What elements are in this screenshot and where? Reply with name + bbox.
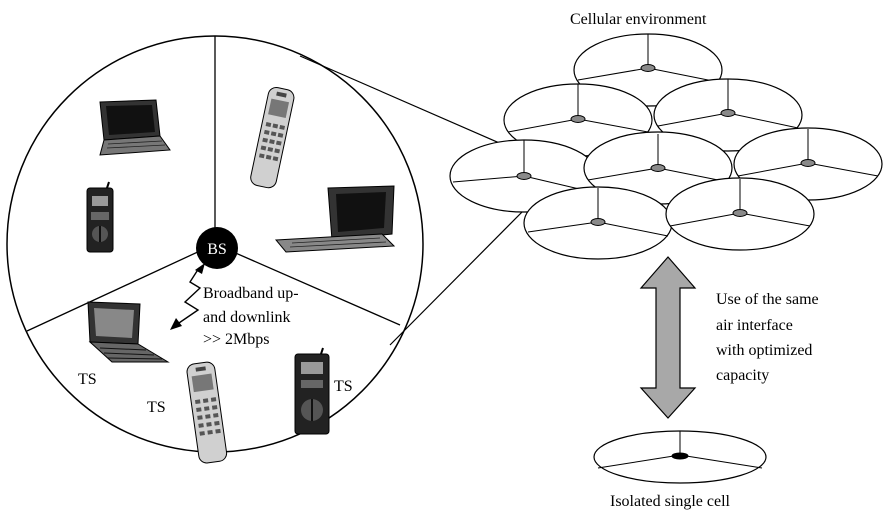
cell-hub — [590, 218, 606, 226]
cell-upper-left — [503, 83, 653, 157]
base-station-label: BS — [207, 241, 227, 258]
mobile-phone-icon — [186, 361, 228, 464]
link-text: Broadband up- and downlink >> 2Mbps — [203, 285, 303, 348]
laptop-icon — [274, 185, 396, 253]
isolated-cell-title: Isolated single cell — [610, 493, 731, 510]
radio-link-arrowhead-bottom — [170, 318, 182, 330]
cell-hub — [516, 172, 532, 180]
radio-link — [175, 267, 202, 326]
terminal-label: TS — [78, 371, 97, 388]
arrow-text: Use of the same air interface with optim… — [716, 291, 823, 384]
base-station: BS — [196, 227, 238, 269]
cellular-environment-title: Cellular environment — [570, 11, 707, 28]
isolated-cell — [593, 430, 767, 484]
cell-hub — [671, 452, 689, 460]
sector-divider-right — [214, 243, 401, 326]
sector-divider-left — [26, 243, 216, 332]
cell-hub — [720, 109, 736, 117]
cell-hub — [570, 115, 586, 123]
zoom-line-top — [299, 55, 521, 153]
cell-bottom-right — [665, 177, 815, 251]
mobile-phone-icon — [250, 86, 295, 189]
cell-cluster — [449, 33, 883, 260]
terminal-label: TS — [147, 399, 166, 416]
laptop-icon — [99, 99, 171, 156]
handheld-terminal-icon — [294, 347, 330, 435]
double-arrow — [639, 256, 697, 419]
cell-hub — [640, 64, 656, 72]
terminal-label: TS — [334, 378, 353, 395]
cell-hub — [650, 164, 666, 172]
radio-link-arrowhead-top — [195, 263, 205, 274]
handheld-terminal-icon — [86, 181, 114, 253]
laptop-icon — [87, 301, 170, 363]
zoom-line-bottom — [389, 205, 529, 346]
cell-hub — [732, 209, 748, 217]
cell-hub — [800, 159, 816, 167]
cell-upper-right — [653, 78, 803, 152]
cell-bottom-left — [523, 186, 673, 260]
